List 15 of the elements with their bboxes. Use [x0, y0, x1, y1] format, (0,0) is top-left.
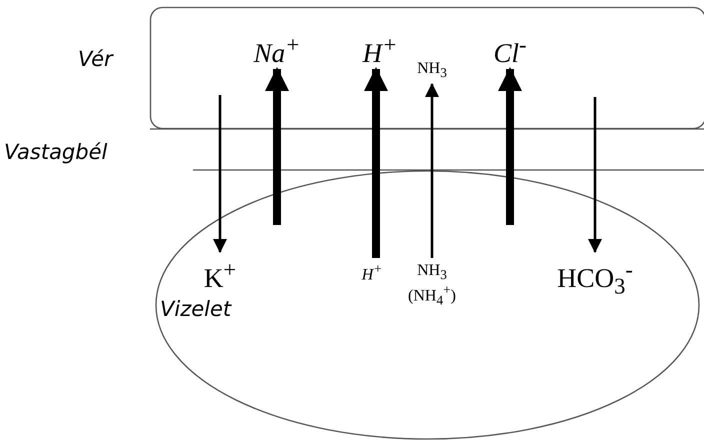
arrow — [498, 67, 522, 225]
urine-compartment — [155, 170, 700, 440]
arrow — [213, 95, 227, 253]
ion-label: NH$_{3}$ (NH$_{4}$$^{+}$) — [400, 262, 464, 306]
arrow — [588, 97, 602, 253]
ion-label: H$^{+}$ — [358, 262, 386, 284]
ion-label: NH$_{3}$ — [407, 60, 457, 82]
arrow — [364, 67, 388, 258]
ion-label: Cl$^{-}$ — [482, 33, 538, 67]
arrow — [425, 83, 439, 258]
ion-label: K$^{+}$ — [195, 258, 245, 292]
layer-label: Vastagbél — [4, 140, 108, 164]
ion-label: Na$^{+}$ — [247, 33, 307, 67]
ion-label: H$^{+}$ — [355, 33, 405, 67]
arrow — [265, 67, 289, 225]
